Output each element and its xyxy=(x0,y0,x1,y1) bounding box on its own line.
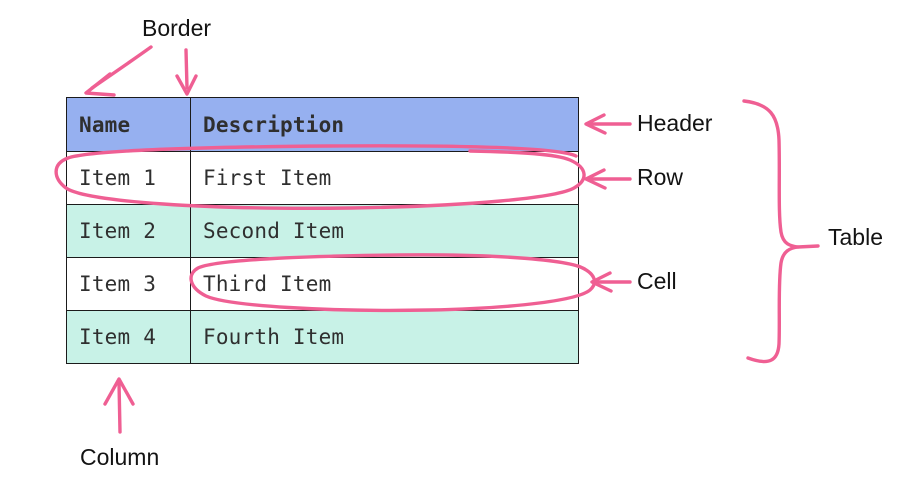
border-arrow-divider-shaft xyxy=(184,48,189,90)
table-cell-name: Item 2 xyxy=(66,204,191,258)
table-cell-name: Item 3 xyxy=(66,257,191,311)
border-arrow-outer-head xyxy=(84,72,116,97)
table-cell-description: Third Item xyxy=(190,257,579,311)
annotation-label-border: Border xyxy=(142,15,212,41)
table-body: Item 1 First Item Item 2 Second Item Ite… xyxy=(66,151,579,364)
header-arrow-head xyxy=(584,113,607,135)
column-header-description: Description xyxy=(190,97,579,152)
table-cell-name: Item 4 xyxy=(66,310,191,364)
table-header: Name Description xyxy=(66,97,579,152)
table-cell-description: First Item xyxy=(190,151,579,205)
column-header-name: Name xyxy=(66,97,191,152)
table-brace-tick xyxy=(796,244,820,249)
border-arrow-divider-head xyxy=(175,74,198,96)
column-arrow-shaft xyxy=(117,380,122,434)
table-cell-description: Fourth Item xyxy=(190,310,579,364)
table-header-row: Name Description xyxy=(66,97,579,152)
table-row: Item 2 Second Item xyxy=(66,204,579,258)
annotation-label-row: Row xyxy=(637,164,684,190)
annotation-label-table: Table xyxy=(828,224,883,250)
table-cell-description: Second Item xyxy=(190,204,579,258)
row-arrow-head xyxy=(584,168,607,190)
table-row: Item 3 Third Item xyxy=(66,257,579,311)
table-row: Item 4 Fourth Item xyxy=(66,310,579,364)
data-table: Name Description Item 1 First Item Item … xyxy=(66,97,579,364)
data-table-container: Name Description Item 1 First Item Item … xyxy=(66,97,579,364)
annotation-label-header: Header xyxy=(637,110,713,136)
table-cell-name: Item 1 xyxy=(66,151,191,205)
table-row: Item 1 First Item xyxy=(66,151,579,205)
cell-arrow-head xyxy=(590,271,613,293)
border-arrow-outer-shaft xyxy=(90,45,153,90)
column-arrow-head xyxy=(103,377,135,406)
annotation-label-cell: Cell xyxy=(637,268,677,294)
annotation-label-column: Column xyxy=(80,444,160,470)
table-brace xyxy=(742,99,800,364)
